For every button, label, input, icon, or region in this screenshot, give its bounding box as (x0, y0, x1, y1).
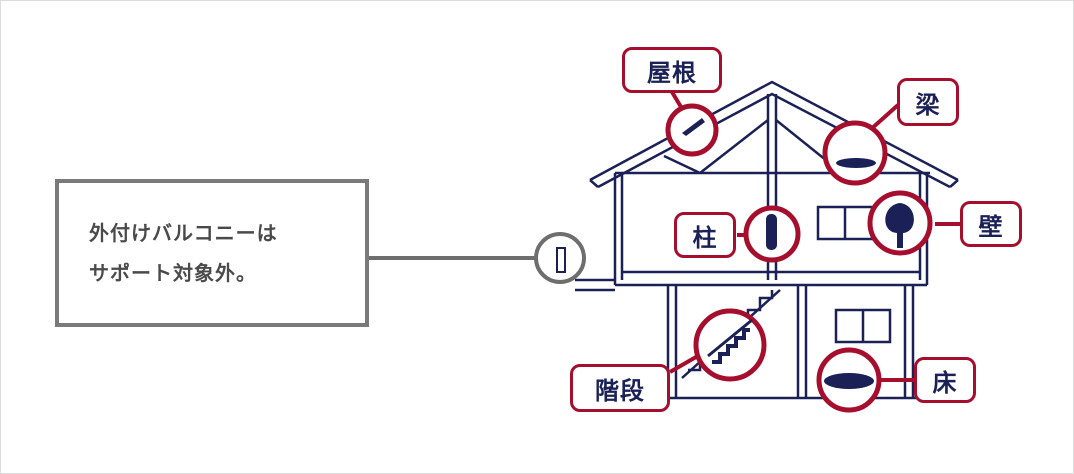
balcony-callout (369, 232, 586, 284)
label-stairs: 階段 (570, 364, 670, 412)
beam-detail (822, 120, 888, 186)
label-floor: 床 (914, 357, 976, 403)
balcony-rail-detail (556, 247, 566, 273)
label-wall: 壁 (960, 201, 1022, 247)
label-beam: 梁 (897, 78, 959, 126)
note-line-2: サポート対象外。 (89, 261, 257, 285)
floor-detail (816, 347, 882, 413)
unsupported-note: 外付けバルコニーは サポート対象外。 (55, 179, 369, 327)
pillar-detail (743, 205, 801, 263)
wall-detail (867, 190, 933, 256)
note-line-1: 外付けバルコニーは (89, 221, 278, 245)
roof-detail (665, 103, 719, 157)
stairs-detail (693, 308, 767, 382)
label-pillar: 柱 (674, 212, 736, 258)
label-roof: 屋根 (622, 47, 722, 93)
